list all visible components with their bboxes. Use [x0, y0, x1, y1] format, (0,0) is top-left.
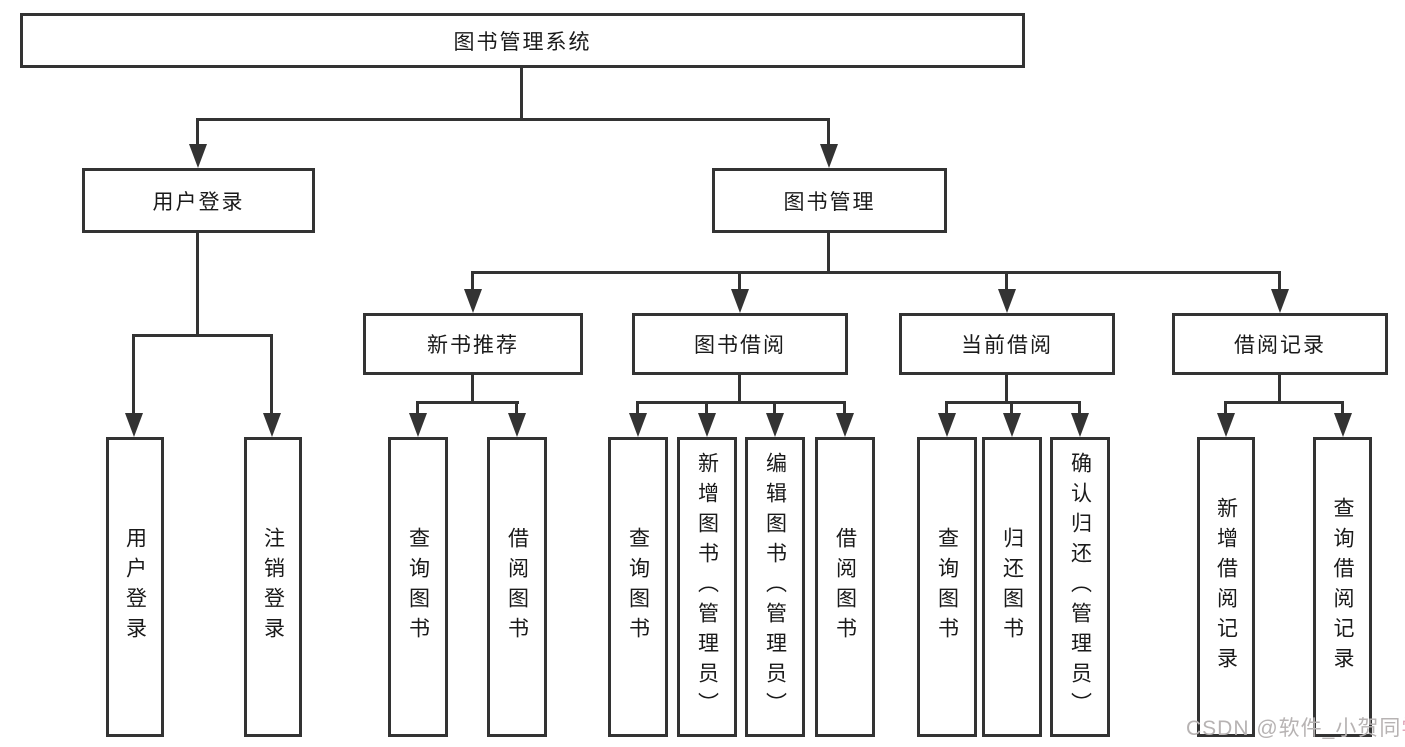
- node-user-login: 用户登录: [82, 168, 315, 233]
- connector-segment: [132, 334, 273, 337]
- node-edit-book-admin: 编辑图书（管理员）: [745, 437, 805, 737]
- connector-segment: [738, 273, 741, 290]
- node-leaf-user-login: 用户登录: [106, 437, 164, 737]
- connector-segment: [1224, 403, 1227, 414]
- connector-segment: [636, 403, 639, 414]
- connector-segment: [843, 403, 846, 414]
- connector-segment: [1341, 403, 1344, 414]
- arrowhead: [125, 413, 143, 437]
- node-borrowing-records: 借阅记录: [1172, 313, 1388, 375]
- node-query-books-2: 查询图书: [608, 437, 668, 737]
- arrowhead: [820, 144, 838, 168]
- arrowhead: [189, 144, 207, 168]
- arrowhead: [1003, 413, 1021, 437]
- node-add-book-admin: 新增图书（管理员）: [677, 437, 737, 737]
- watermark-text: CSDN @软件_小贺同: [1186, 717, 1402, 740]
- connector-segment: [1224, 401, 1344, 404]
- connector-segment: [196, 120, 199, 144]
- arrowhead: [409, 413, 427, 437]
- arrowhead: [1071, 413, 1089, 437]
- connector-segment: [471, 271, 1281, 274]
- connector-segment: [773, 403, 776, 414]
- arrowhead: [998, 289, 1016, 313]
- node-query-books-1: 查询图书: [388, 437, 448, 737]
- connector-segment: [132, 336, 135, 414]
- arrowhead: [731, 289, 749, 313]
- watermark-accent: 学: [1401, 717, 1405, 740]
- node-return-book: 归还图书: [982, 437, 1042, 737]
- connector-segment: [196, 233, 199, 336]
- node-leaf-logout: 注销登录: [244, 437, 302, 737]
- node-confirm-return-admin: 确认归还（管理员）: [1050, 437, 1110, 737]
- connector-segment: [945, 401, 1081, 404]
- arrowhead: [698, 413, 716, 437]
- connector-segment: [1278, 273, 1281, 290]
- connector-segment: [738, 375, 741, 403]
- node-new-book-recommend: 新书推荐: [363, 313, 583, 375]
- arrowhead: [1271, 289, 1289, 313]
- connector-segment: [636, 401, 846, 404]
- connector-segment: [1005, 273, 1008, 290]
- connector-segment: [416, 403, 419, 414]
- node-query-books-3: 查询图书: [917, 437, 977, 737]
- arrowhead: [508, 413, 526, 437]
- connector-segment: [945, 403, 948, 414]
- node-add-borrow-record: 新增借阅记录: [1197, 437, 1255, 737]
- node-borrow-books-1: 借阅图书: [487, 437, 547, 737]
- connector-segment: [705, 403, 708, 414]
- arrowhead: [629, 413, 647, 437]
- connector-segment: [196, 118, 830, 121]
- arrowhead: [1334, 413, 1352, 437]
- arrowhead: [766, 413, 784, 437]
- connector-segment: [1005, 375, 1008, 403]
- node-library-management-system: 图书管理系统: [20, 13, 1025, 68]
- node-book-management: 图书管理: [712, 168, 947, 233]
- node-borrow-books-2: 借阅图书: [815, 437, 875, 737]
- arrowhead: [1217, 413, 1235, 437]
- arrowhead: [836, 413, 854, 437]
- csdn-watermark: CSDN @软件_小贺同学: [1186, 712, 1405, 742]
- connector-segment: [1278, 375, 1281, 403]
- connector-segment: [1010, 403, 1013, 414]
- node-query-borrow-record: 查询借阅记录: [1313, 437, 1372, 737]
- connector-segment: [471, 273, 474, 290]
- connector-segment: [515, 403, 518, 414]
- connector-segment: [1078, 403, 1081, 414]
- arrowhead: [464, 289, 482, 313]
- connector-segment: [416, 401, 519, 404]
- connector-segment: [520, 68, 523, 120]
- arrowhead: [938, 413, 956, 437]
- connector-segment: [270, 336, 273, 414]
- connector-segment: [471, 375, 474, 403]
- node-current-borrowing: 当前借阅: [899, 313, 1115, 375]
- node-book-borrowing: 图书借阅: [632, 313, 848, 375]
- arrowhead: [263, 413, 281, 437]
- connector-segment: [827, 120, 830, 144]
- connector-segment: [827, 233, 830, 273]
